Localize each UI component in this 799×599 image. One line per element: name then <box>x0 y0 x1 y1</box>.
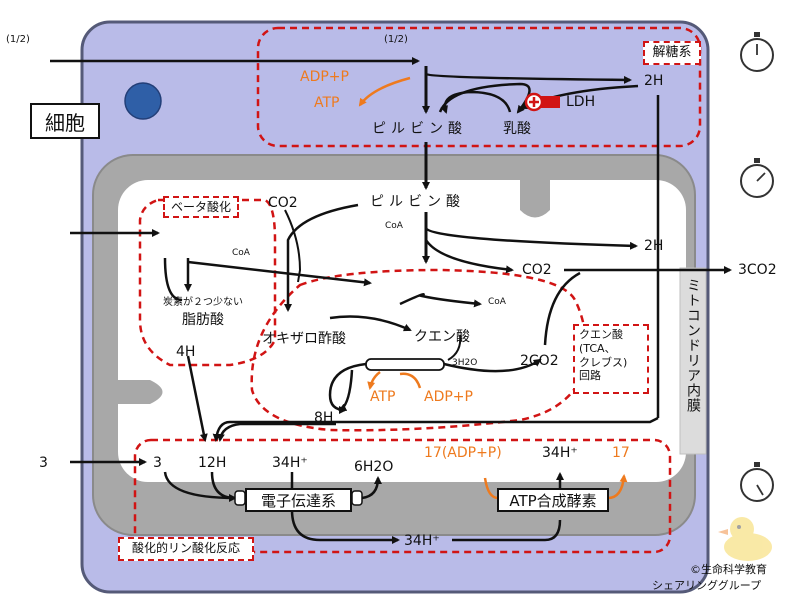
stopwatch-icon <box>740 32 774 72</box>
glycolysis-box-label: 解糖系 <box>643 41 701 65</box>
oxphos-12h: 12H <box>198 455 227 471</box>
arrow-fatty-to-acetyl <box>187 260 372 287</box>
crista-top <box>520 180 550 218</box>
tca-line-3: クレブス) <box>579 355 628 369</box>
fraction-left: (1/2) <box>6 34 30 45</box>
line-fatty-loop <box>163 257 183 302</box>
arrow-tca-atp <box>367 371 381 390</box>
tca-line-1: クエン酸 <box>579 328 623 341</box>
tca-enzyme-tube <box>365 358 445 371</box>
line-2co2-up <box>543 271 581 346</box>
mitochondrion-matrix <box>118 180 686 482</box>
arrow-pyruvate-co2 <box>424 239 514 274</box>
glycolysis-pyruvic-acid: ピルビン酸 <box>372 121 467 137</box>
oxphos-region <box>133 438 672 554</box>
arrow-pyruvate-2h <box>424 227 638 250</box>
line-tca-adp <box>399 372 422 389</box>
arrow-etc-to-water <box>361 476 382 500</box>
fraction-top: (1/2) <box>384 34 408 45</box>
beta-oxidation-region <box>138 198 277 367</box>
stopwatch-icon <box>740 462 774 502</box>
crista-left <box>118 380 163 404</box>
arrow-tca-to-2co2 <box>443 358 542 373</box>
tca-box-label: クエン酸 (TCA、 クレブス) 回路 <box>573 324 649 394</box>
glycolysis-region <box>256 26 702 148</box>
glycolysis-ldh: LDH <box>566 94 596 110</box>
cell-label: 細胞 <box>30 103 100 139</box>
arrow-adp-atp <box>358 76 411 107</box>
nucleus-icon <box>124 82 162 120</box>
credit-line-2: シェアリンググループ <box>652 579 762 592</box>
electron-transport-chain: 電子伝達系 <box>245 488 352 512</box>
mito-coa-3: CoA <box>488 297 506 307</box>
inner-membrane-label: ミトコンドリア内膜 <box>685 278 701 413</box>
line-h2o <box>447 334 462 361</box>
stopwatch-icon <box>740 158 774 198</box>
oxphos-left-3: 3 <box>39 455 48 471</box>
mito-carbon-note: 炭素が２つ少ない <box>163 297 243 308</box>
etc-cap-right <box>351 490 363 506</box>
arrow-pyruvate-oxaloacetate <box>284 203 359 312</box>
arrow-citrate-coa <box>399 293 482 308</box>
arrow-lactate-pyruvate <box>440 90 512 114</box>
etc-cap-left <box>234 490 246 506</box>
arrow-oxaloacetate-citrate <box>329 315 412 332</box>
mito-2co2: 2CO2 <box>520 353 559 369</box>
mito-coa-1: CoA <box>385 221 403 231</box>
mito-3co2: 3CO2 <box>738 262 777 278</box>
oxphos-box-label: 酸化的リン酸化反応 <box>118 537 254 561</box>
mito-citric-acid: クエン酸 <box>414 329 470 345</box>
arrow-synthase-atp <box>607 474 628 500</box>
oxphos-34h-plus: 34H⁺ <box>272 455 308 471</box>
glycolysis-2h: 2H <box>644 73 664 89</box>
line-hplus-to-synthase <box>452 519 562 542</box>
mito-co2: CO2 <box>268 195 298 211</box>
arrow-3-to-etc <box>163 471 237 502</box>
mito-pyruvic-acid: ピルビン酸 <box>370 194 465 210</box>
arrow-2h-to-12h <box>212 416 659 442</box>
mito-3h2o: 3H2O <box>452 358 478 368</box>
ldh-plus-icon <box>529 97 539 107</box>
mito-coa-2: CoA <box>232 248 250 258</box>
mito-2h: 2H <box>644 238 664 254</box>
glycolysis-atp: ATP <box>314 95 340 111</box>
mito-oxaloacetic-acid: オキザロ酢酸 <box>262 331 346 347</box>
oxphos-34h-plus-bottom: 34H⁺ <box>404 533 440 549</box>
mito-atp: ATP <box>370 389 396 405</box>
duck-mascot-icon <box>718 517 772 561</box>
oxphos-inner-3: 3 <box>153 455 162 471</box>
atp-synthase: ATP合成酵素 <box>497 488 609 512</box>
oxphos-6h2o: 6H2O <box>354 459 394 475</box>
mito-4h: 4H <box>176 344 196 360</box>
glycolysis-adp-p: ADP+P <box>300 69 349 85</box>
oxphos-17-atp: 17 <box>612 445 630 461</box>
mito-8h: 8H <box>314 410 334 426</box>
line-co2-down <box>284 209 302 283</box>
tca-line-2: (TCA、 <box>579 341 616 355</box>
oxphos-34h-plus-right: 34H⁺ <box>542 445 578 461</box>
arrow-etc-hplus-out <box>290 509 400 544</box>
arrow-8h-to-12h <box>216 422 336 442</box>
beta-oxidation-box-label: ベータ酸化 <box>163 196 239 218</box>
arrow-glycolysis-2h <box>425 72 632 84</box>
oxphos-17-adp-p: 17(ADP+P) <box>424 445 502 461</box>
inner-membrane-strip <box>679 267 707 455</box>
mito-co2-mid: CO2 <box>522 262 552 278</box>
line-adp-to-synthase <box>483 477 499 500</box>
tca-line-4: 回路 <box>579 369 601 383</box>
mito-fatty-acid: 脂肪酸 <box>182 312 224 328</box>
credit-line-1: ©生命科学教育 <box>690 563 767 576</box>
arrow-tca-8h <box>338 369 354 412</box>
mito-adp-p: ADP+P <box>424 389 473 405</box>
line-12h-to-etc <box>210 471 236 500</box>
arrow-4h-to-12h <box>186 355 208 442</box>
arrow-tca-loop-left <box>328 362 367 414</box>
glycolysis-lactic-acid: 乳酸 <box>503 121 531 137</box>
